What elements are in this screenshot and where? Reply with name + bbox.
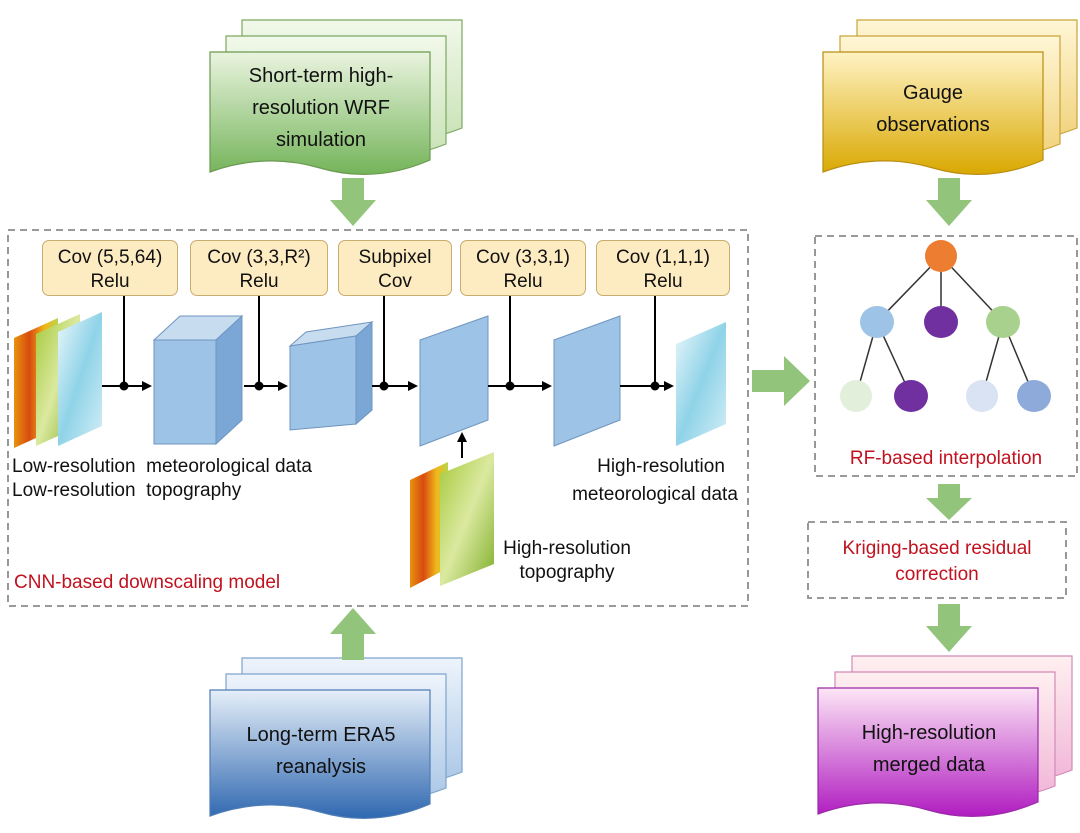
- feature-cube-1: [152, 314, 244, 446]
- layer-activation: Relu: [239, 271, 279, 292]
- layer-connector-markers: [119, 381, 674, 442]
- doc-sheet-front: [209, 689, 431, 819]
- feature-plane-3: [419, 315, 489, 447]
- tree-node-purple: [924, 306, 958, 338]
- arrow-gauge-to-rf: [926, 178, 972, 226]
- layer-activation: Relu: [90, 271, 130, 292]
- lowres-met-label: Low-resolution meteorological data: [12, 456, 312, 477]
- merged-label: High-resolution merged data: [861, 722, 997, 776]
- tree-node-green: [986, 306, 1020, 338]
- merged-document-stack: [817, 655, 1073, 817]
- arrow-wrf-to-cnn: [330, 178, 376, 226]
- kriging-frame: [807, 521, 1067, 599]
- precip-map-layer: [58, 312, 102, 446]
- doc-sheet-front: [822, 51, 1044, 175]
- highres-output-map: [676, 322, 726, 446]
- tree-leaf-paleblue: [966, 380, 998, 412]
- era5-document-stack: [209, 657, 463, 819]
- flow-arrows: [330, 178, 972, 660]
- wrf-label: Short-term high-resolution WRF simulatio…: [248, 65, 394, 151]
- random-forest-tree: [840, 240, 1051, 412]
- cnn-model-frame: [7, 229, 749, 607]
- cnn-model-label: CNN-based downscaling model: [14, 572, 281, 593]
- gauge-document-stack: [822, 19, 1078, 175]
- arrow-rf-to-kriging: [926, 484, 972, 520]
- gauge-label: Gauge observations: [876, 82, 990, 136]
- layer-box-conv3: Cov (3,3,1) Relu: [460, 240, 586, 296]
- wrf-document-stack: [209, 19, 463, 175]
- arrow-kriging-to-merged: [926, 604, 972, 652]
- layer-op: Cov (3,3,1): [476, 247, 570, 268]
- layer-box-conv4: Cov (1,1,1) Relu: [596, 240, 730, 296]
- tree-leaf-purple: [894, 380, 928, 412]
- era5-label: Long-term ERA5 reanalysis: [246, 724, 396, 778]
- feature-cube-2: [288, 320, 374, 431]
- highres-topo-label-2: topography: [519, 562, 615, 583]
- layer-op: Cov (5,5,64): [57, 247, 163, 268]
- tree-root-node: [925, 240, 957, 272]
- layer-activation: Cov: [378, 271, 412, 292]
- layer-box-conv2: Cov (3,3,R²) Relu: [190, 240, 328, 296]
- heat-map-layer: [410, 462, 448, 588]
- highres-met-label-1: High-resolution: [597, 456, 725, 477]
- doc-sheet-front: [817, 687, 1039, 817]
- layer-op: Cov (1,1,1): [616, 247, 710, 268]
- layer-box-conv1: Cov (5,5,64) Relu: [42, 240, 178, 296]
- layer-box-subpixel: Subpixel Cov: [338, 240, 452, 296]
- feature-cubes: [152, 314, 621, 447]
- tree-leaf-blue: [1017, 380, 1051, 412]
- lowres-input-maps: [14, 312, 102, 448]
- tree-leaf-lightgreen: [840, 380, 872, 412]
- lowres-topo-label: Low-resolution topography: [12, 480, 242, 501]
- kriging-label: Kriging-based residual correction: [842, 538, 1032, 585]
- layer-op: Cov (3,3,R²): [207, 247, 311, 268]
- layer-op: Subpixel: [358, 247, 432, 268]
- highres-met-label-2: meteorological data: [572, 484, 738, 505]
- layer-activation: Relu: [503, 271, 543, 292]
- highres-topo-label-1: High-resolution: [503, 538, 631, 559]
- tree-node-lightblue: [860, 306, 894, 338]
- vegetation-map-layer: [440, 452, 494, 586]
- feature-plane-4: [553, 315, 621, 447]
- rf-label: RF-based interpolation: [849, 448, 1043, 469]
- arrow-era5-to-cnn: [330, 608, 376, 660]
- doc-sheet-front: [209, 51, 431, 175]
- rf-frame: [814, 235, 1078, 477]
- layer-activation: Relu: [643, 271, 683, 292]
- highres-topography-maps: [410, 452, 494, 588]
- arrow-cnn-to-rf: [752, 356, 810, 406]
